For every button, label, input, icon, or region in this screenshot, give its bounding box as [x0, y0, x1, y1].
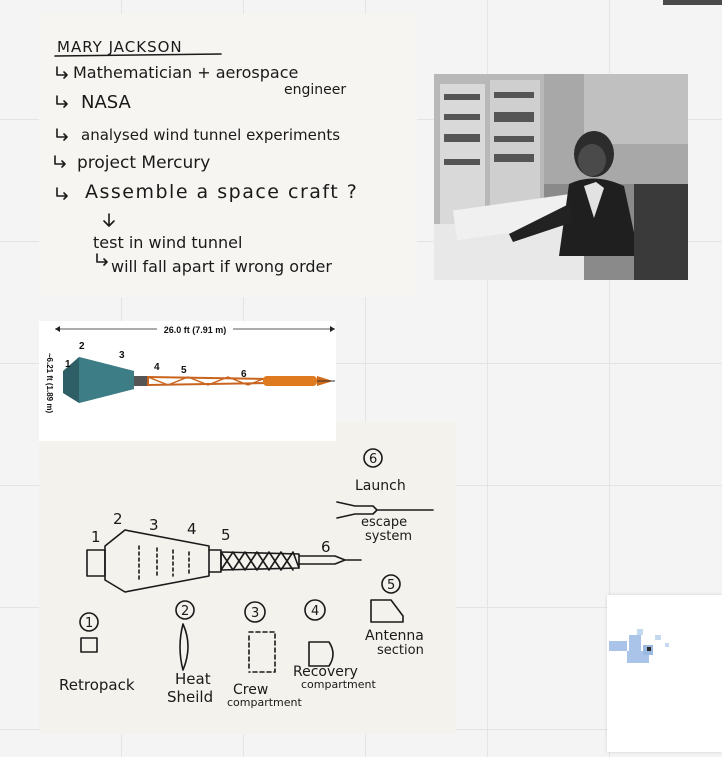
circled-3: 3 — [251, 606, 259, 621]
drawing-num-5: 5 — [221, 526, 231, 544]
launch-label: Launch — [355, 478, 406, 494]
note-line-2: engineer — [284, 82, 346, 98]
arrow-down-icon — [103, 213, 115, 227]
retropack-label: Retropack — [59, 676, 135, 694]
heat-label: Heat — [175, 670, 211, 688]
note-line-1: Mathematician + aerospace — [73, 63, 298, 82]
part-5-label: 5 — [181, 365, 187, 376]
drawing-num-3: 3 — [149, 516, 159, 534]
part-1-label: 1 — [65, 359, 71, 370]
drawing-card[interactable]: 1 2 3 4 5 6 6 Launch escape system 5 Ant… — [39, 422, 456, 734]
spacecraft-diagram-card[interactable]: 26.0 ft (7.91 m) ~6.21 ft (1.89 m) 1 2 3… — [39, 321, 336, 441]
diameter-label: ~6.21 ft (1.89 m) — [45, 353, 54, 414]
part-6-label: 6 — [241, 369, 247, 380]
spacecraft-drawing: 1 2 3 4 5 6 6 Launch escape system 5 Ant… — [59, 448, 434, 709]
note-line-3: NASA — [81, 92, 132, 113]
system-label: system — [365, 529, 412, 544]
drawing-num-1: 1 — [91, 528, 101, 546]
length-label: 26.0 ft (7.91 m) — [164, 325, 227, 335]
circled-4: 4 — [311, 604, 319, 619]
antenna-label: Antenna — [365, 628, 424, 644]
drawing-num-2: 2 — [113, 510, 123, 528]
part-2-label: 2 — [79, 341, 85, 352]
drawing-num-4: 4 — [187, 520, 197, 538]
spacecraft-diagram: 26.0 ft (7.91 m) ~6.21 ft (1.89 m) 1 2 3… — [45, 323, 335, 414]
section-label: section — [377, 643, 424, 658]
notes-text: MARY JACKSON Mathematician + aerospace e… — [54, 38, 358, 276]
minimap-icon — [609, 629, 669, 663]
note-line-8: will fall apart if wrong order — [111, 257, 332, 276]
portrait-photo — [434, 74, 688, 280]
circled-6: 6 — [369, 452, 377, 467]
drawing-num-6: 6 — [321, 538, 331, 556]
crew-label: Crew — [233, 682, 268, 698]
toolbar-edge — [663, 0, 722, 5]
part-4-label: 4 — [154, 362, 160, 373]
circled-5: 5 — [387, 578, 395, 593]
escape-label: escape — [361, 515, 407, 530]
note-line-7: test in wind tunnel — [93, 233, 242, 252]
note-title: MARY JACKSON — [57, 38, 183, 56]
part-3-label: 3 — [119, 350, 125, 361]
notes-card[interactable]: MARY JACKSON Mathematician + aerospace e… — [39, 14, 417, 297]
shield-label: Sheild — [167, 688, 213, 706]
note-line-6: Assemble a space craft ? — [85, 181, 358, 203]
minimap[interactable] — [607, 595, 722, 752]
crew-compartment-label: compartment — [227, 696, 303, 709]
note-line-4: analysed wind tunnel experiments — [81, 126, 340, 144]
note-line-5: project Mercury — [77, 153, 210, 173]
recovery-label: Recovery — [293, 664, 358, 680]
circled-1: 1 — [85, 616, 93, 631]
recovery-compartment-label: compartment — [301, 678, 377, 691]
circled-2: 2 — [181, 604, 189, 619]
portrait-photo-card[interactable] — [434, 74, 688, 280]
